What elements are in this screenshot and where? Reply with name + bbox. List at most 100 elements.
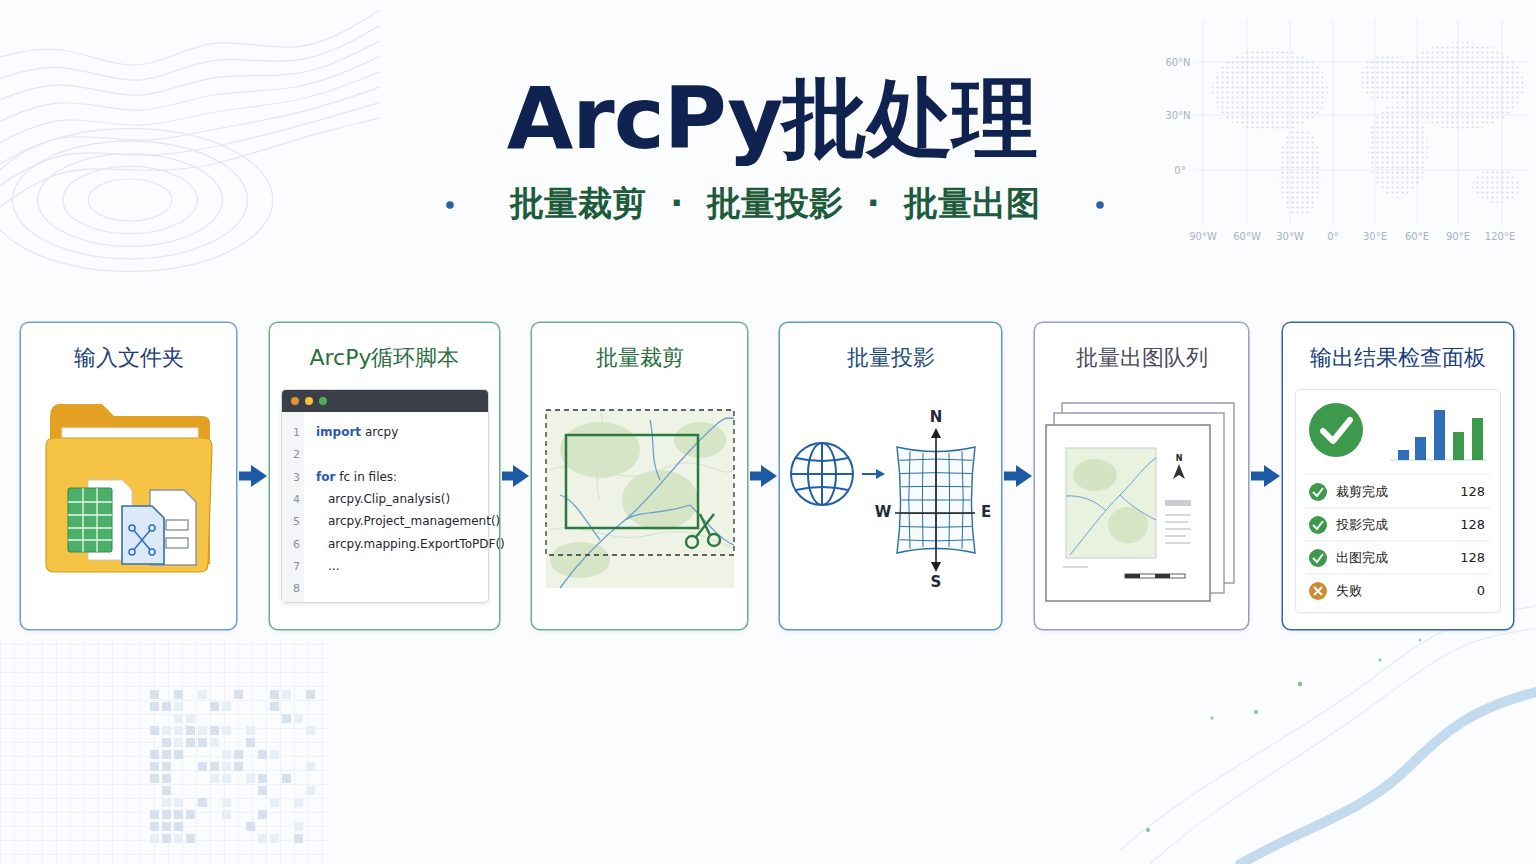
- river-decoration: [1254, 710, 1258, 714]
- text-slot: for fc in files:: [316, 471, 397, 485]
- pixel-square: [258, 834, 267, 843]
- folder-illustration: [50, 404, 210, 564]
- longitude-label: 90°E: [1446, 231, 1470, 243]
- pixel-square: [210, 774, 219, 783]
- folder-illustration: [62, 428, 198, 488]
- text-slot: 3: [293, 471, 300, 484]
- folder-illustration: [68, 488, 112, 552]
- clip-map-illustration: [696, 514, 714, 537]
- world-map-grid: [1195, 20, 1530, 225]
- longitude-label: 90°W: [1189, 231, 1217, 243]
- longitude-label: 30°E: [1363, 231, 1387, 243]
- line-number: 4: [293, 494, 300, 507]
- result-card-graphics: [1309, 403, 1363, 457]
- contour-line: [38, 154, 223, 246]
- text-slot: S: [931, 574, 942, 591]
- pixel-square: [282, 774, 291, 783]
- subtitle-rule: [1096, 201, 1104, 209]
- check-icon: [1309, 549, 1327, 567]
- graticule-line: [900, 472, 971, 474]
- map-page-stack: [1062, 403, 1234, 583]
- contour-line: [0, 118, 380, 214]
- result-card-graphics: [1434, 410, 1445, 460]
- pixel-square: [150, 726, 159, 735]
- pixel-square: [270, 798, 279, 807]
- result-card-graphics: [1453, 432, 1464, 460]
- projection-illustration: [931, 428, 941, 438]
- pixel-square: [198, 726, 207, 735]
- code-window-chrome: [305, 397, 313, 405]
- fail-icon: [1309, 582, 1327, 600]
- result-card-graphics: [1323, 420, 1350, 441]
- title-text: ArcPy批处理: [507, 69, 1038, 168]
- map-page-stack: [1054, 413, 1224, 593]
- world-map-dots: [1278, 128, 1322, 216]
- latitude-label: 60°N: [1165, 57, 1190, 69]
- world-map-dots: [1400, 42, 1524, 130]
- box-heading: 输出结果检查面板: [1310, 345, 1486, 370]
- text-slot: arcpy.Clip_analysis(): [328, 493, 450, 507]
- pixel-square: [162, 774, 171, 783]
- projection-illustration: [862, 473, 878, 475]
- folder-illustration: [129, 525, 155, 555]
- label-slot: 90°E: [1446, 231, 1470, 243]
- graticule: [899, 451, 972, 549]
- code-line: ...: [328, 560, 339, 574]
- world-map-dots: [1212, 42, 1524, 216]
- pixel-square: [258, 810, 267, 819]
- projection-box: 批量投影NWES: [780, 323, 1001, 629]
- check-icon: [1309, 516, 1327, 534]
- projection-illustration: [895, 434, 975, 566]
- pixel-squares: [150, 690, 315, 843]
- folder-illustration: [46, 438, 212, 572]
- projection-illustration: [935, 434, 937, 566]
- pixel-square: [222, 726, 231, 735]
- map-page-stack: [1108, 507, 1148, 543]
- grid-texture: [0, 640, 330, 864]
- contour-line: [63, 166, 197, 233]
- box-heading: 批量投影: [847, 345, 935, 370]
- clip-map-illustration: [686, 514, 720, 548]
- check-icon: [1313, 554, 1323, 562]
- river-decoration: [1120, 606, 1536, 864]
- line-number: 8: [293, 583, 300, 596]
- line-number: 1: [293, 427, 300, 440]
- projection-illustration: [821, 443, 823, 505]
- river-decoration: [1418, 638, 1421, 641]
- map-page-stack: [1066, 458, 1156, 555]
- clip-map-illustration: [550, 528, 734, 548]
- pixel-square: [162, 798, 171, 807]
- contour-lines: [0, 10, 380, 271]
- folder-illustration: [96, 488, 97, 552]
- label-slot: 120°E: [1485, 231, 1515, 243]
- contour-line: [0, 56, 380, 126]
- text-slot: 7: [293, 560, 300, 573]
- pixel-square: [306, 762, 315, 771]
- fail-icon: [1314, 587, 1322, 595]
- box-heading: 批量裁剪: [596, 345, 684, 370]
- result-card-graphics: [1415, 437, 1426, 460]
- pixel-square: [186, 714, 195, 723]
- result-card-graphics: [1472, 418, 1483, 460]
- text-slot: W: [875, 504, 892, 521]
- status-label: 投影完成: [1336, 518, 1388, 533]
- clip-map-illustration: [550, 410, 734, 548]
- result-card-graphics: [1305, 474, 1490, 574]
- status-label: 裁剪完成: [1336, 485, 1388, 500]
- map-page-stack: [1165, 528, 1191, 530]
- label-slot: 90°W: [1189, 231, 1217, 243]
- graticule-line: [899, 459, 972, 460]
- pixel-square: [150, 690, 159, 699]
- subtitle: 批量裁剪 · 批量投影 · 批量出图: [510, 184, 1039, 223]
- pixel-square: [282, 690, 291, 699]
- map-page-stack: [1125, 574, 1140, 578]
- pixel-square: [210, 762, 219, 771]
- flow-arrow: [750, 472, 761, 481]
- graticule-line: [901, 486, 971, 487]
- check-icon: [1309, 483, 1327, 501]
- line-number: 7: [293, 560, 300, 573]
- check-icon: [1313, 488, 1323, 496]
- pixel-square: [162, 738, 171, 747]
- graticule-line: [922, 453, 924, 547]
- subtitle-rule: [290, 204, 450, 205]
